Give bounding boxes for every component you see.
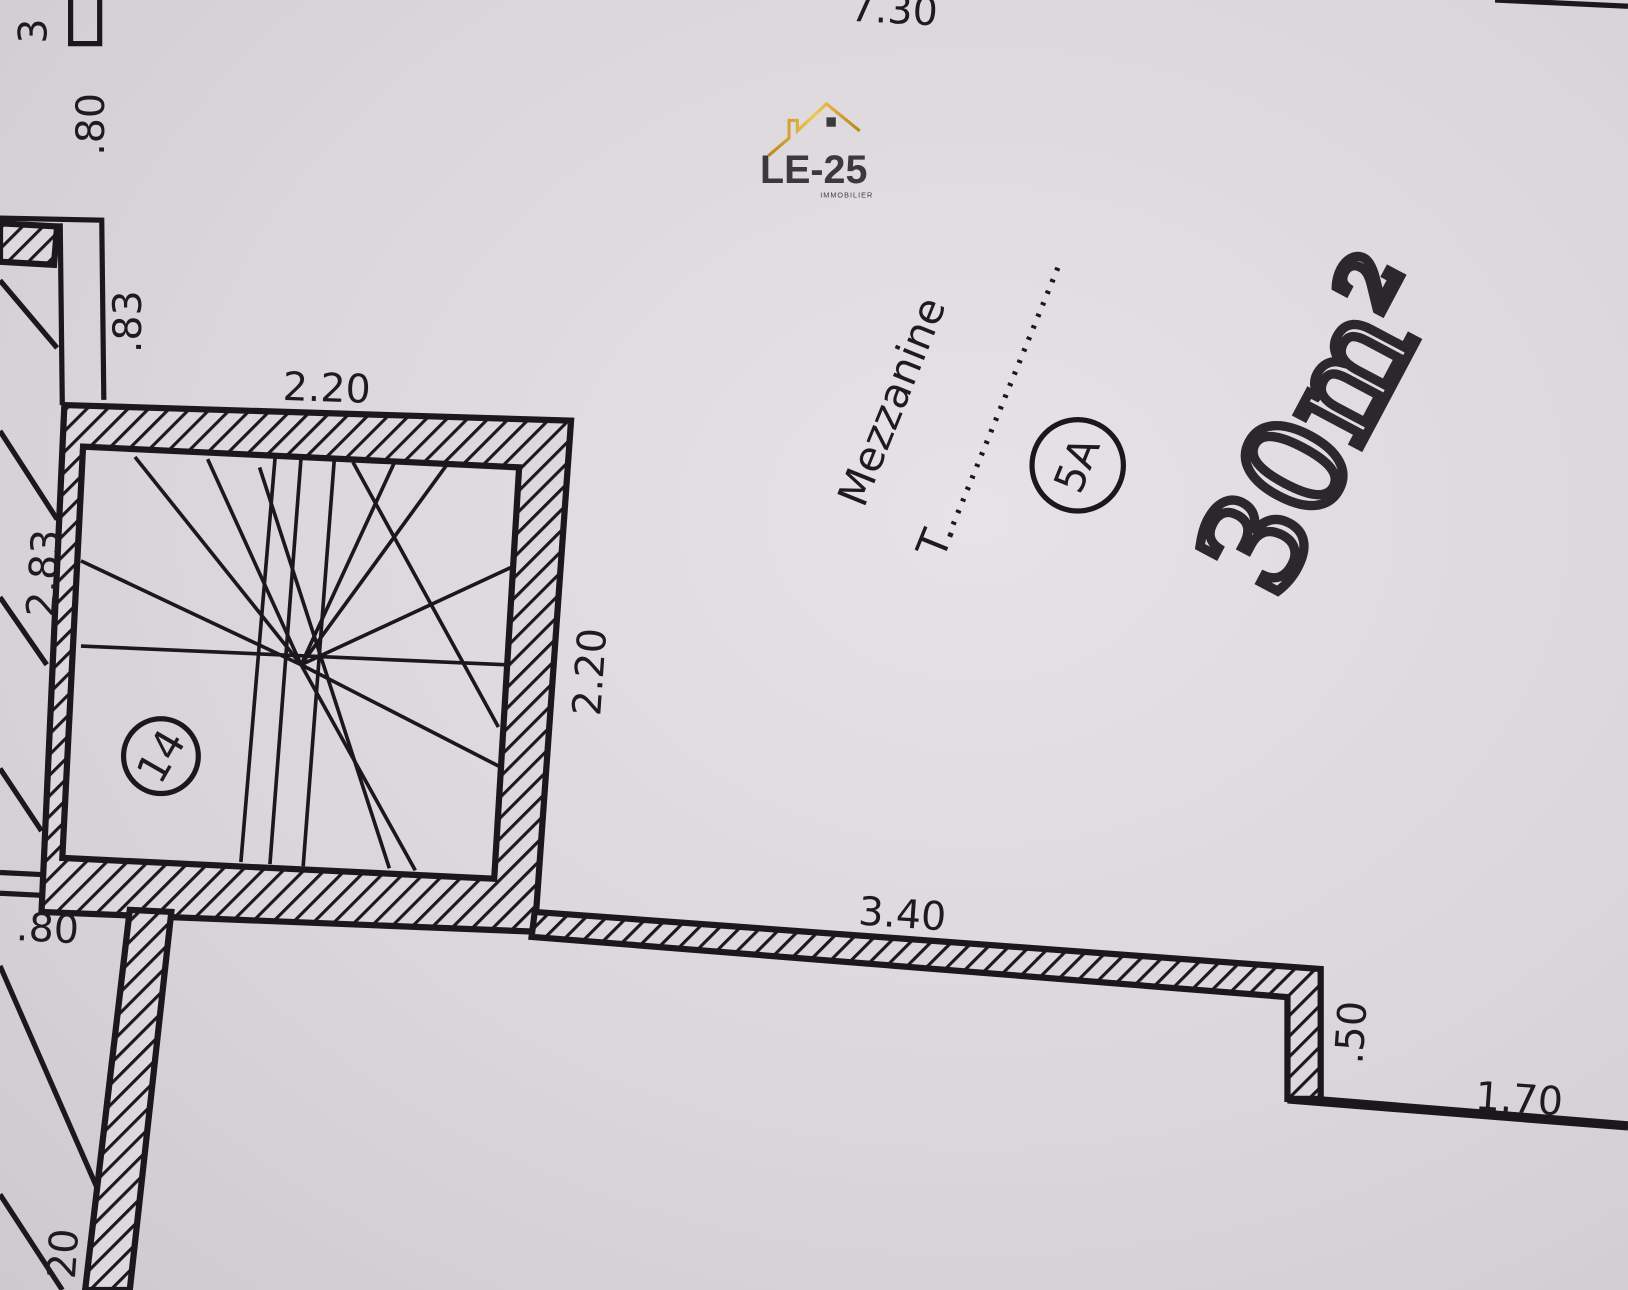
wall-top-left [68, 0, 103, 47]
dim-left-top: .80 [68, 93, 114, 156]
room-label: Mezzanine [828, 290, 956, 512]
watermark-logo: LE-25 IMMOBILIER [760, 101, 873, 199]
window-icon [826, 117, 836, 127]
logo-subtitle: IMMOBILIER [820, 190, 873, 199]
dim-left-upper: .83 [105, 290, 151, 353]
dim-top-width: 7.30 [849, 0, 939, 35]
dim-left-lower: .80 [15, 904, 80, 953]
wall-left-lower [82, 906, 175, 1290]
left-diagonals [0, 278, 112, 1290]
wall-left-upper-inner [57, 223, 65, 406]
dim-stair-right: 2.20 [564, 626, 616, 717]
wall-bottom [528, 908, 1324, 1103]
zone-tag-circle [1029, 417, 1126, 514]
handwritten-area: 30m² [1167, 231, 1472, 617]
wall-top-right [1494, 0, 1628, 9]
logo-text: LE-25 [760, 148, 867, 192]
dotted-leader [950, 263, 1062, 526]
stair-lines [80, 455, 515, 872]
dim-bottom-left: 20 [39, 1227, 88, 1280]
zone-tag: 5A [1044, 430, 1110, 500]
wall-bottom-right [1287, 1096, 1628, 1131]
dim-top-partial: 3 [11, 19, 57, 44]
stair-tag-circle [120, 716, 201, 797]
dim-stair-left: 2.83 [18, 528, 70, 619]
dim-bottom-wall: 3.40 [857, 888, 948, 940]
dim-step: .50 [1326, 999, 1376, 1065]
wall-top-left-hatched [0, 220, 61, 269]
wall-left-stub [0, 869, 42, 898]
dim-bottom-right: 1.70 [1474, 1073, 1565, 1125]
stair-tag: 14 [127, 721, 196, 791]
dim-stair-top: 2.20 [282, 364, 371, 413]
wall-left-upper [0, 215, 107, 400]
house-logo-icon [767, 101, 861, 157]
